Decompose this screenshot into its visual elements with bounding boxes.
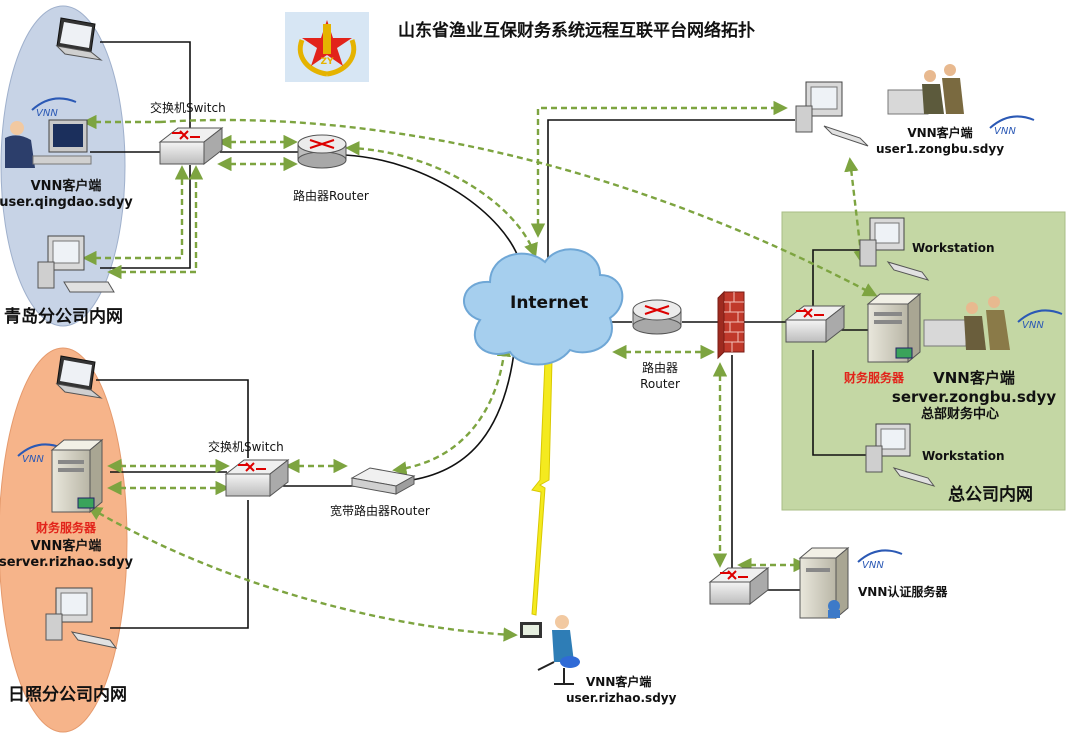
qd-client-id: user.qingdao.sdyy (0, 195, 133, 210)
hq-finance-center-label: 总部财务中心 (920, 407, 1000, 422)
qd-router-icon (297, 134, 347, 169)
hq-server-role: 财务服务器 (844, 371, 905, 385)
workstation-1-pc (859, 217, 930, 281)
vnn-auth-server (798, 546, 850, 620)
hq-zone-label: 总公司内网 (948, 485, 1033, 505)
diagram-title: 山东省渔业互保财务系统远程互联平台网络拓扑 (398, 21, 755, 41)
qd-switch-icon (158, 126, 224, 166)
rz-desktop-pc (45, 587, 118, 649)
wireless-link-bolt (531, 359, 553, 616)
rz-finance-server (50, 438, 104, 514)
user1-people-image (887, 64, 964, 115)
svg-text:VNN: VNN (1022, 320, 1044, 331)
workstation-1-label: Workstation (912, 241, 995, 255)
rz-switch-label: 交换机Switch (208, 440, 284, 454)
hq-zone-bg (781, 211, 1066, 511)
internet-cloud (463, 248, 624, 366)
rz-server-role: 财务服务器 (35, 521, 97, 535)
workstation-2-label: Workstation (922, 449, 1005, 463)
qd-desktop-pc (37, 235, 115, 293)
qd-router-label: 路由器Router (293, 189, 369, 203)
mobile-user-figure (520, 615, 580, 685)
hq-router-label-en: Router (640, 377, 680, 391)
rz-switch-icon (224, 458, 290, 498)
svg-text:VNN: VNN (22, 454, 44, 465)
workstation-2-pc (865, 423, 936, 487)
user1-client-label: VNN客户端 (907, 126, 973, 140)
rizhao-zone-label: 日照分公司内网 (8, 685, 127, 705)
qd-switch-label: 交换机Switch (150, 101, 226, 115)
firewall-icon (717, 290, 745, 360)
svg-text:VNN: VNN (36, 108, 58, 119)
mobile-client-label: VNN客户端 (586, 675, 652, 689)
user1-client-id: user1.zongbu.sdyy (875, 142, 1005, 156)
qingdao-zone-label: 青岛分公司内网 (4, 307, 123, 327)
qd-client-label: VNN客户端 (30, 179, 102, 194)
hq-vnn-logo-icon: VNN (1017, 309, 1063, 331)
hq-client-id: server.zongbu.sdyy (891, 388, 1057, 406)
svg-text:VNN: VNN (994, 126, 1016, 137)
rz-broadband-router-icon (350, 467, 416, 495)
user1-vnn-logo-icon: VNN (989, 115, 1035, 137)
hq-client-label: VNN客户端 (933, 369, 1015, 387)
vnn-links (82, 100, 878, 642)
qd-laptop (55, 17, 103, 61)
auth-switch-icon (708, 566, 770, 606)
hq-people-image (923, 296, 1010, 350)
user1-desktop-pc (795, 81, 869, 147)
hq-router-label-cn: 路由器 (641, 361, 679, 375)
rz-router-label: 宽带路由器Router (330, 504, 430, 518)
rz-client-id: server.rizhao.sdyy (0, 555, 134, 570)
rz-laptop (55, 355, 103, 399)
qd-vnn-client-pc (5, 119, 92, 168)
svg-text:VNN: VNN (862, 560, 884, 571)
auth-server-label: VNN认证服务器 (858, 585, 948, 599)
auth-vnn-logo-icon: VNN (857, 549, 903, 571)
mobile-client-id: user.rizhao.sdyy (566, 691, 677, 705)
hq-switch-icon (784, 304, 846, 344)
rz-client-label: VNN客户端 (30, 539, 102, 554)
qd-vnn-logo-icon: VNN (31, 97, 77, 119)
hq-router-icon (632, 299, 682, 335)
company-logo: ZY (285, 12, 369, 82)
hq-finance-server (866, 292, 922, 364)
internet-label: Internet (510, 293, 589, 313)
logo-text: ZY (320, 57, 334, 67)
